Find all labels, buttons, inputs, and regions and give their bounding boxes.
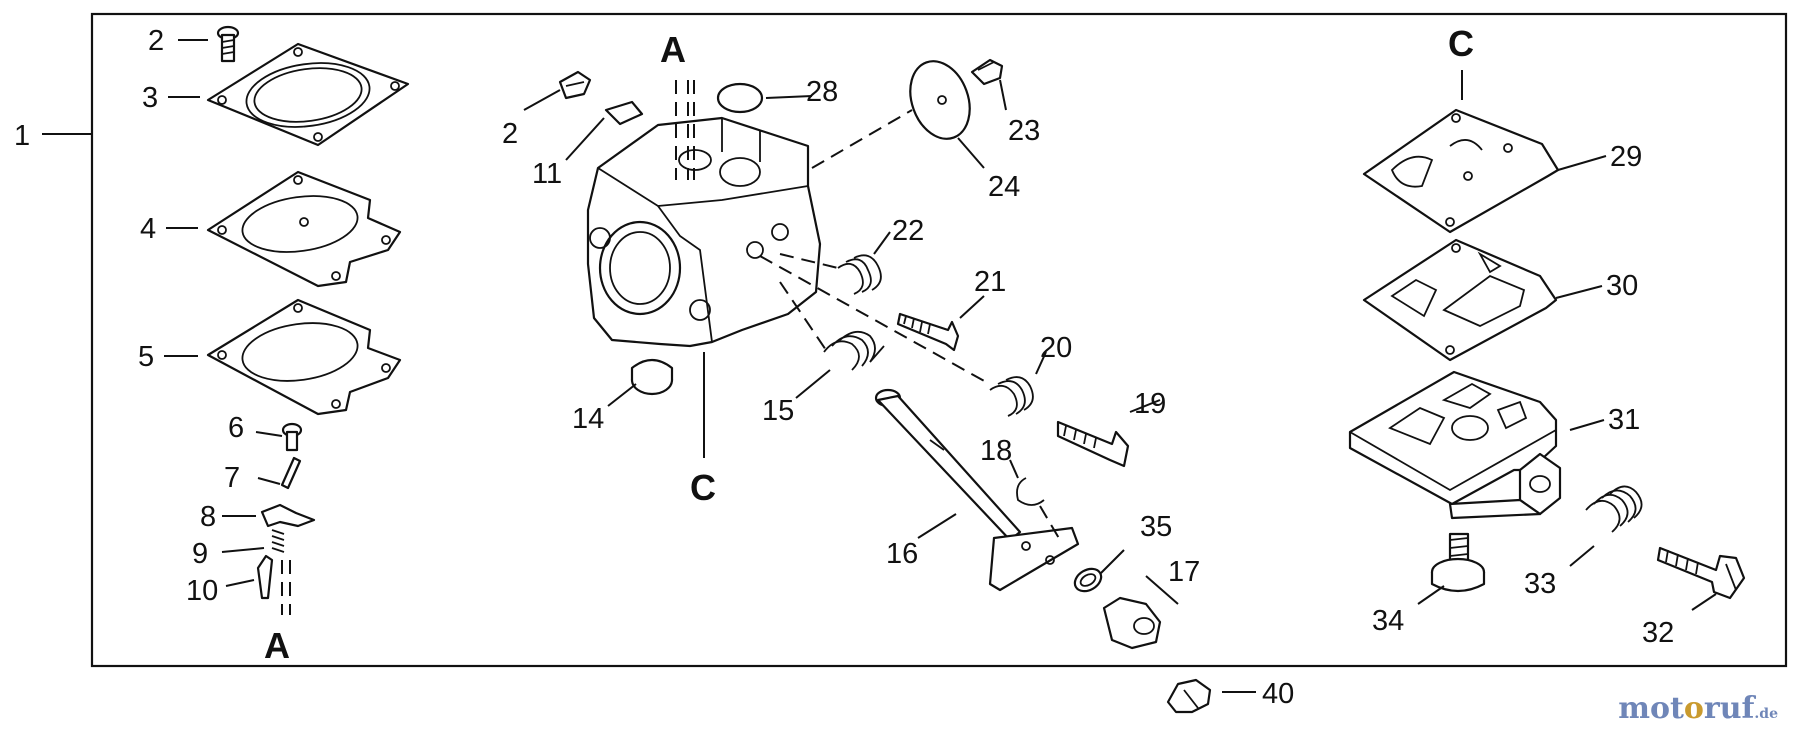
label-23: 23: [1008, 115, 1040, 147]
label-5: 5: [138, 341, 154, 373]
part-21-idle-screw: [896, 312, 960, 352]
label-33: 33: [1524, 568, 1556, 600]
part-20-spring: [989, 376, 1034, 417]
label-31: 31: [1608, 404, 1640, 436]
part-19-high-speed-screw: [1056, 420, 1130, 468]
label-6: 6: [228, 412, 244, 444]
marker-c-body: C: [690, 467, 716, 508]
part-35-washer: [1073, 567, 1103, 593]
label-2-left: 2: [148, 25, 164, 57]
label-19: 19: [1134, 388, 1166, 420]
leader-lines: [42, 39, 1717, 693]
label-16: 16: [886, 538, 918, 570]
part-29-metering-diaphragm: [1362, 108, 1560, 234]
motoruf-logo-watermark: motoruf.de: [1618, 691, 1778, 726]
label-14: 14: [572, 403, 604, 435]
label-1: 1: [14, 120, 30, 152]
label-28: 28: [806, 76, 838, 108]
part-9-spring: [271, 529, 285, 553]
disc-axis: [811, 109, 913, 169]
part-7-pin: [280, 456, 302, 490]
part-17-nut: [1102, 596, 1162, 650]
part-34-screw: [1430, 532, 1486, 593]
part-28-screen: [716, 82, 764, 114]
marker-a-bottom: A: [264, 625, 290, 666]
label-3: 3: [142, 82, 158, 114]
marker-c-right: C: [1448, 23, 1474, 64]
part-11-bracket: [604, 100, 644, 126]
part-5-gasket: [206, 298, 402, 416]
part-4-pump-diaphragm: [206, 170, 402, 288]
part-40-cap: [1166, 678, 1212, 714]
label-15: 15: [762, 395, 794, 427]
label-35: 35: [1140, 511, 1172, 543]
clip-axis: [1039, 505, 1061, 541]
part-3-cover-plate: [206, 42, 410, 147]
label-8: 8: [200, 501, 216, 533]
label-10: 10: [186, 575, 218, 607]
part-15-spring: [823, 330, 885, 371]
carburetor-body: [586, 116, 822, 348]
label-4: 4: [140, 213, 156, 245]
part-16-throttle-shaft: [874, 388, 1080, 592]
part-33-spring: [1585, 485, 1643, 533]
spring-15-axis: [779, 281, 827, 351]
label-9: 9: [192, 538, 208, 570]
part-6-screw: [281, 422, 303, 452]
label-2-body: 2: [502, 118, 518, 150]
part-23-screw: [970, 58, 1004, 86]
label-32: 32: [1642, 617, 1674, 649]
part-14-cap: [630, 358, 674, 396]
label-21: 21: [974, 266, 1006, 298]
label-40: 40: [1262, 678, 1294, 710]
part-2-screw-left: [216, 25, 240, 63]
part-30-gasket: [1362, 238, 1558, 362]
label-11: 11: [532, 158, 562, 190]
part-18-clip: [1016, 477, 1045, 506]
label-34: 34: [1372, 605, 1404, 637]
label-17: 17: [1168, 556, 1200, 588]
label-30: 30: [1606, 270, 1638, 302]
part-31-metering-cover: [1348, 370, 1562, 520]
label-24: 24: [988, 171, 1020, 203]
spring-22-axis: [779, 253, 839, 269]
part-10-inlet-needle: [256, 554, 274, 600]
label-29: 29: [1610, 141, 1642, 173]
part-2-screw-body: [558, 70, 592, 100]
kit-frame: [90, 12, 1788, 668]
label-20: 20: [1040, 332, 1072, 364]
a-axis-top: [675, 80, 695, 180]
label-22: 22: [892, 215, 924, 247]
a-axis-left: [281, 560, 291, 615]
marker-a-top: A: [660, 29, 686, 70]
part-22-spring: [837, 254, 882, 295]
part-8-inlet-lever: [260, 503, 316, 528]
part-32-screw: [1656, 546, 1746, 600]
label-18: 18: [980, 435, 1012, 467]
label-7: 7: [224, 462, 240, 494]
part-24-diaphragm-disc: [909, 60, 971, 140]
